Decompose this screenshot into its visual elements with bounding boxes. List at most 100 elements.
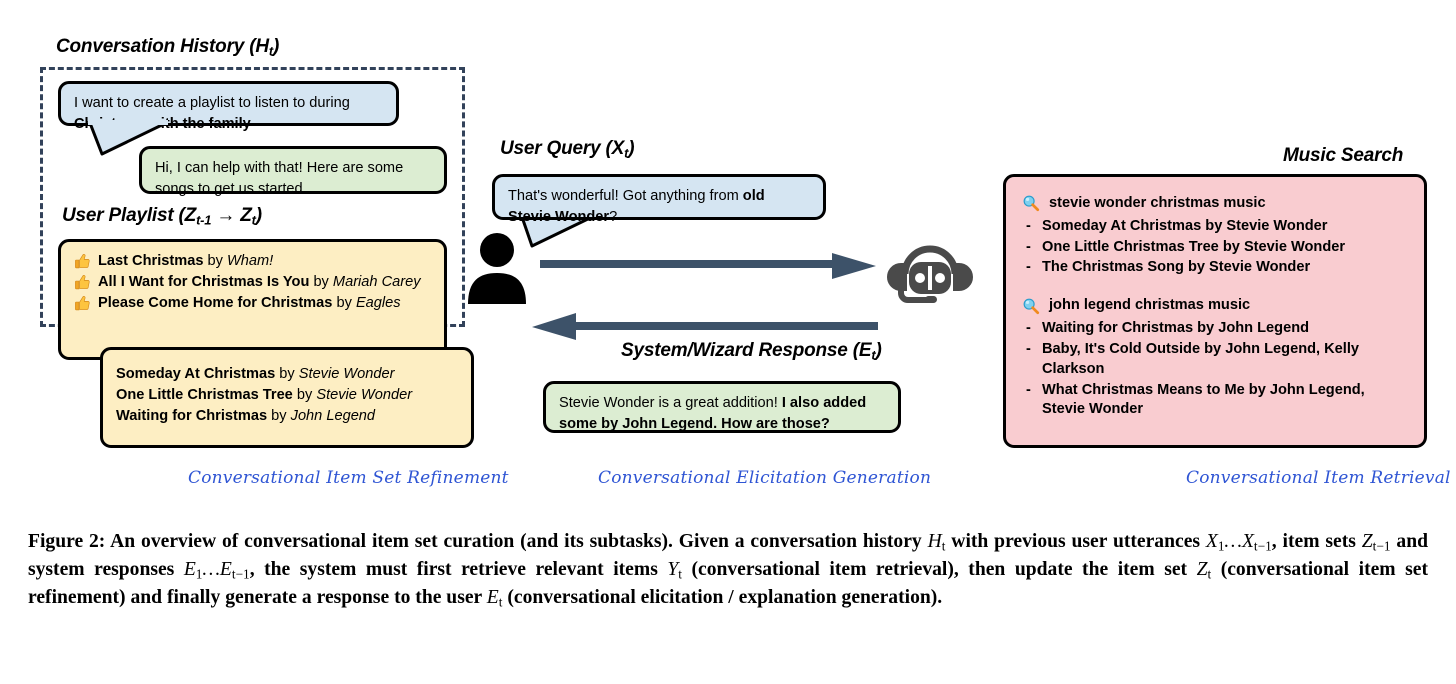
figure-caption-m7: E	[486, 587, 499, 609]
playlist-item-artist: John Legend	[290, 408, 376, 425]
user-playlist-title-text: User Playlist (Z	[62, 205, 197, 226]
playlist-item: Please Come Home for Christmas by Eagles	[74, 293, 431, 314]
search-result-text: Waiting for Christmas by John Legend	[1042, 319, 1310, 336]
user-query-title-sub: t	[624, 145, 629, 161]
playlist-item: Last Christmas by Wham!	[74, 251, 431, 272]
history-user-bubble: I want to create a playlist to listen to…	[58, 81, 399, 132]
figure-caption-m1sub: t	[941, 538, 946, 554]
figure-caption-m2bsub: t−1	[1253, 538, 1272, 554]
figure-caption-m5sub: t	[678, 566, 682, 582]
caption-item-set-refinement: Conversational Item Set Refinement	[188, 468, 509, 488]
playlist-item-title: Please Come Home for Christmas	[98, 295, 333, 312]
user-playlist-title-tail: )	[255, 205, 262, 226]
music-search-panel: stevie wonder christmas music - Someday …	[1003, 174, 1427, 448]
history-user-text: I want to create a playlist to listen to…	[74, 95, 350, 111]
result-bullet: -	[1026, 238, 1031, 255]
search-query-text: stevie wonder christmas music	[1049, 195, 1266, 211]
user-playlist-title-sub1: t-1	[196, 212, 212, 228]
search-query-row: stevie wonder christmas music	[1022, 193, 1406, 214]
history-system-bubble: Hi, I can help with that! Here are some …	[139, 146, 447, 197]
figure-caption-part7: (conversational item set refinement) and…	[28, 559, 1428, 609]
arrow-system-to-user	[532, 313, 878, 340]
figure-caption-m4sub: 1	[195, 566, 203, 582]
playlist-item-title: Last Christmas	[98, 253, 204, 269]
user-query-bubble: That's wonderful! Got anything from old …	[492, 174, 826, 225]
result-bullet: -	[1026, 340, 1031, 357]
figure-caption-m6sub: t	[1207, 566, 1212, 582]
user-query-title-tail: )	[628, 138, 635, 159]
figure-caption-part2: with previous user utterances	[945, 531, 1206, 552]
robot-headset-icon	[887, 236, 973, 311]
figure-caption-m4bsub: t−1	[231, 566, 250, 582]
history-user-bubble-tail	[86, 120, 172, 160]
system-response-title-sub: t	[871, 347, 876, 363]
figure-caption: Figure 2: An overview of conversational …	[28, 528, 1428, 613]
figure-caption-part3: , item sets	[1271, 531, 1362, 552]
search-groups-spacer	[1022, 282, 1406, 295]
conversation-history-title-text: Conversation History (H	[56, 36, 269, 57]
figure-caption-m4b: …E	[202, 559, 232, 581]
caption-elicitation-generation: Conversational Elicitation Generation	[598, 468, 932, 488]
search-group: john legend christmas music - Waiting fo…	[1022, 295, 1406, 420]
search-result-row: - Someday At Christmas by Stevie Wonder	[1022, 217, 1406, 237]
system-response-text: Stevie Wonder is a great addition!	[559, 395, 782, 411]
figure-caption-part5: , the system must first retrieve relevan…	[249, 559, 668, 581]
search-result-text: What Christmas Means to Me by John Legen…	[1042, 381, 1365, 418]
system-response-title-tail: )	[875, 340, 882, 361]
person-icon	[466, 232, 528, 309]
search-query-text: john legend christmas music	[1049, 297, 1251, 314]
system-response-text-bold: I also added some by John Legend. How ar…	[559, 395, 867, 432]
figure-caption-part6: (conversational item retrieval), then up…	[681, 559, 1197, 581]
playlist-item-title: One Little Christmas Tree	[116, 387, 293, 404]
result-bullet: -	[1026, 259, 1031, 276]
conversation-history-title-sub: t	[268, 43, 273, 59]
arrow-user-to-system	[540, 253, 876, 279]
user-query-title: User Query (Xt)	[500, 138, 635, 161]
user-playlist-updated-box: Someday At Christmas by Stevie Wonder On…	[100, 347, 474, 448]
thumbs-up-icon	[74, 295, 91, 312]
playlist-item-artist: Wham!	[226, 253, 274, 269]
user-playlist-previous-box: Last Christmas by Wham! All I Want for C…	[58, 239, 447, 360]
magnifier-icon	[1022, 297, 1040, 315]
search-result-row: - What Christmas Means to Me by John Leg…	[1022, 381, 1406, 421]
playlist-item-by: by	[313, 274, 329, 291]
figure-caption-m6: Z	[1196, 559, 1208, 581]
playlist-item-by: by	[207, 253, 223, 269]
search-result-text: The Christmas Song by Stevie Wonder	[1042, 259, 1311, 276]
conversation-history-title-tail: )	[273, 36, 280, 57]
figure-caption-m4: E	[183, 559, 196, 581]
result-bullet: -	[1026, 319, 1031, 336]
figure-caption-part4: and system responses	[28, 531, 1428, 581]
figure-caption-m7sub: t	[498, 594, 503, 610]
playlist-item-by: by	[336, 295, 352, 312]
playlist-item-by: by	[296, 387, 313, 404]
user-playlist-title-sub2: t	[251, 212, 256, 228]
figure-caption-label: Figure 2:	[28, 531, 106, 552]
figure-caption-m2b: …X	[1224, 531, 1254, 552]
playlist-item: Waiting for Christmas by John Legend	[116, 406, 458, 427]
figure-caption-m2: X	[1205, 531, 1218, 552]
figure-caption-part1: An overview of conversational item set c…	[105, 531, 928, 552]
user-playlist-title: User Playlist (Zt-1 → Zt)	[62, 205, 262, 228]
search-result-row: - Waiting for Christmas by John Legend	[1022, 319, 1406, 339]
playlist-item-artist: Mariah Carey	[332, 274, 421, 291]
caption-item-retrieval: Conversational Item Retrieval	[1186, 468, 1451, 488]
playlist-item: All I Want for Christmas Is You by Maria…	[74, 272, 431, 293]
playlist-item-artist: Stevie Wonder	[316, 387, 413, 404]
playlist-item-title: Someday At Christmas	[116, 366, 276, 382]
result-bullet: -	[1026, 381, 1031, 398]
playlist-item-artist: Eagles	[355, 295, 401, 312]
playlist-item-by: by	[271, 408, 287, 425]
user-query-text-after: ?	[609, 208, 618, 225]
figure-caption-m2sub: 1	[1217, 538, 1225, 554]
figure-caption-m1: H	[927, 531, 942, 552]
thumbs-up-icon	[74, 274, 91, 291]
music-search-title: Music Search	[1283, 145, 1404, 166]
figure-caption-m3sub: t−1	[1372, 538, 1391, 554]
figure-caption-part8: (conversational elicitation / explanatio…	[502, 587, 943, 609]
magnifier-icon	[1022, 194, 1040, 212]
playlist-item-by: by	[279, 366, 295, 382]
playlist-item-title: All I Want for Christmas Is You	[98, 274, 310, 291]
search-result-row: - One Little Christmas Tree by Stevie Wo…	[1022, 238, 1406, 258]
